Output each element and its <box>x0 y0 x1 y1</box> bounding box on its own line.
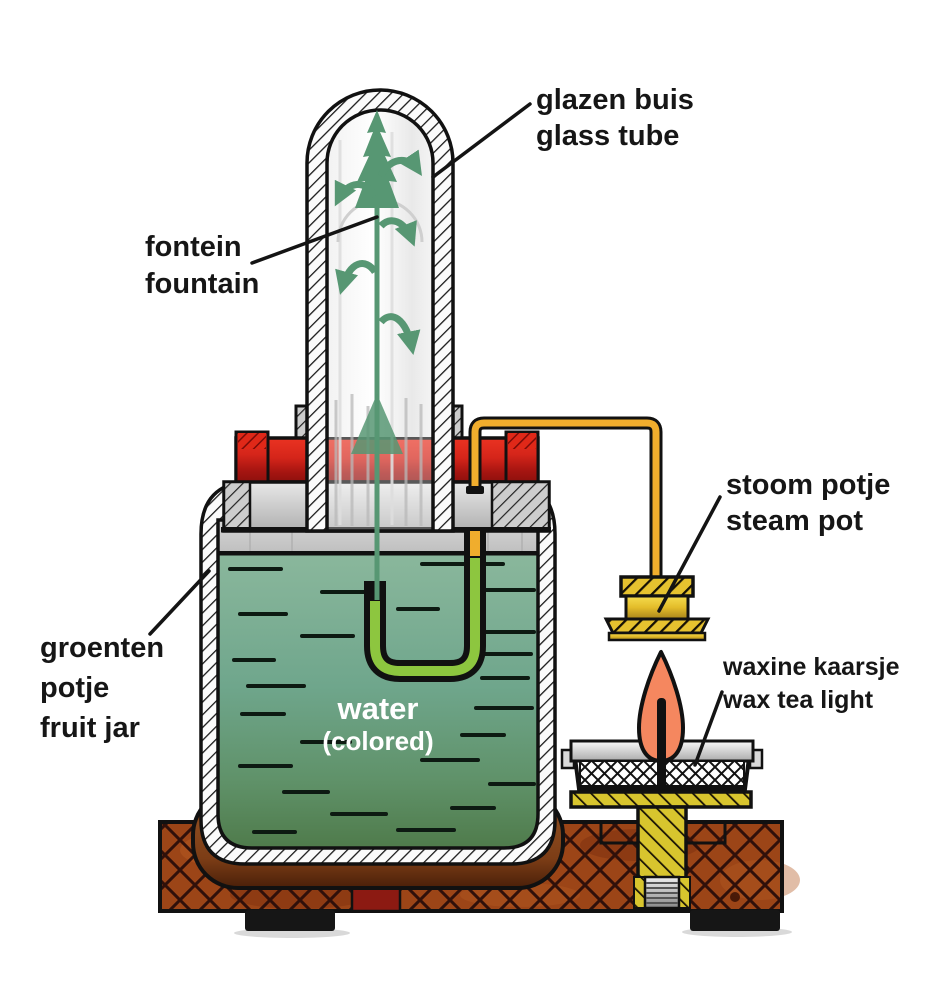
steam-pot-label: stoom potje steam pot <box>726 467 890 539</box>
tea-light-label-en: wax tea light <box>723 686 874 714</box>
base-foot-left <box>245 910 335 931</box>
glass-tube-label-nl: glazen buis <box>536 84 694 116</box>
leader-lines <box>148 102 724 767</box>
glass-tube-label: glazen buis glass tube <box>536 82 694 154</box>
leader-glass-tube <box>431 102 532 179</box>
leader-steam-pot <box>657 495 722 613</box>
u-tube <box>364 531 486 682</box>
fruit-jar-label-nl1: groenten <box>40 632 165 664</box>
water-label: water (colored) <box>288 691 468 757</box>
water-label-line2: (colored) <box>322 726 434 756</box>
tea-light-label-nl: waxine kaarsje <box>723 653 900 681</box>
steam-pot-label-nl: stoom potje <box>726 469 891 501</box>
tea-light-label: waxine kaarsje wax tea light <box>723 651 900 717</box>
steam-pot <box>603 575 711 642</box>
glass-tube-label-en: glass tube <box>536 120 680 152</box>
leader-fruit-jar <box>148 569 211 636</box>
fruit-jar-label-en: fruit jar <box>40 712 140 744</box>
leader-tea-light <box>693 690 724 767</box>
jar-glass-wall <box>199 484 557 866</box>
tea-light <box>560 650 764 910</box>
steam-pipe <box>466 416 663 578</box>
fountain-arrows <box>334 110 422 600</box>
water-texture <box>228 562 536 834</box>
fruit-jar-label-nl2: potje <box>40 672 110 704</box>
leader-fountain <box>250 215 379 265</box>
wick <box>657 698 666 790</box>
colored-water <box>218 554 538 848</box>
water-label-line1: water <box>337 691 419 726</box>
steam-pot-label-en: steam pot <box>726 505 863 537</box>
fountain-label-nl: fontein <box>145 231 242 263</box>
tube-glass-wall <box>305 88 455 533</box>
tea-light-holder <box>569 790 753 809</box>
base-foot-right <box>690 910 780 931</box>
fruit-jar-label: groenten potje fruit jar <box>40 628 164 748</box>
fountain-label-en: fountain <box>145 268 260 300</box>
fountain-label: fontein fountain <box>145 229 259 303</box>
